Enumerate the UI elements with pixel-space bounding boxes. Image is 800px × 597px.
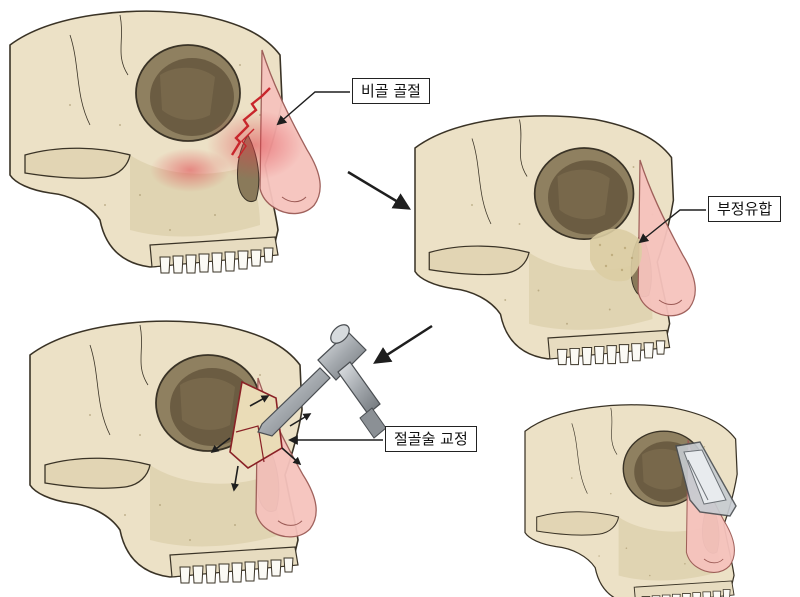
malunion-callus (590, 228, 642, 282)
panel-malunion (414, 115, 696, 366)
osteotomy-segment (229, 380, 283, 469)
osteotome-tool (257, 324, 387, 439)
flow-arrow-1 (347, 170, 412, 210)
label-nasal-fracture: 비골 골절 (352, 78, 430, 104)
label-malunion: 부정유합 (708, 196, 782, 222)
callout-pointer-fracture (276, 91, 350, 126)
callout-pointer-malunion (638, 209, 706, 244)
flow-arrow-2 (373, 324, 433, 364)
panel-osteotomy (29, 320, 387, 584)
fracture-line (230, 87, 271, 156)
label-osteotomy-correction: 절골술 교정 (385, 426, 477, 452)
panel-splint-result (524, 404, 738, 597)
panel-nasal-fracture (9, 10, 321, 274)
